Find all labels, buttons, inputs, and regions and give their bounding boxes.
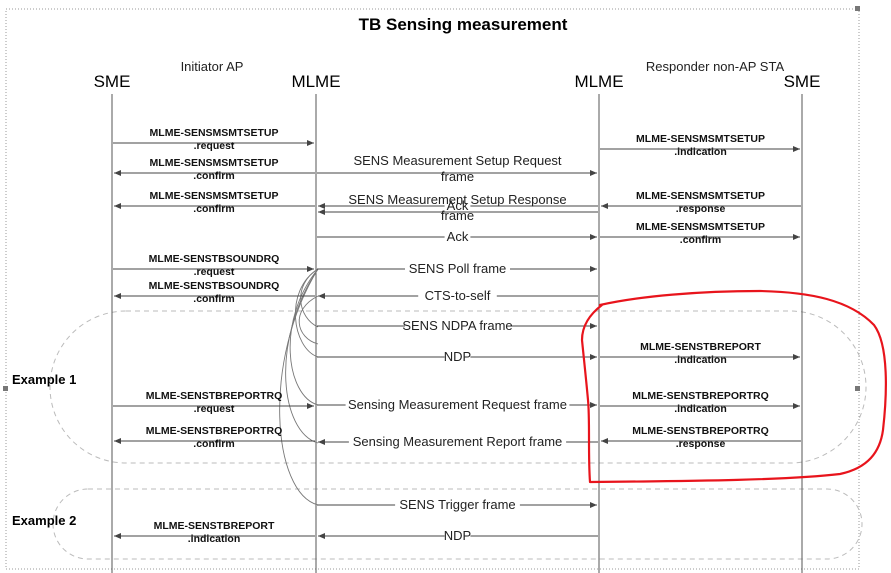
message-label: CTS-to-self: [425, 288, 491, 303]
message-22: Sensing Measurement Report frame: [318, 434, 598, 449]
message-3: MLME-SENSMSMTSETUP.indication: [600, 133, 800, 158]
message-5: Ack: [318, 198, 598, 213]
message-label-suffix: .confirm: [193, 203, 234, 215]
message-9: Ack: [317, 229, 597, 244]
resize-handle-right[interactable]: [855, 386, 860, 391]
entity-initiator-sme: SME: [94, 72, 131, 91]
message-label-bg: [444, 229, 471, 244]
message-25: MLME-SENSTBREPORT.indication: [114, 520, 315, 545]
message-23: MLME-SENSTBREPORTRQ.response: [601, 425, 801, 450]
resize-handle-left[interactable]: [3, 386, 8, 391]
message-label-suffix: .indication: [674, 403, 727, 415]
message-label-bg: [348, 434, 567, 449]
message-26: NDP: [318, 528, 598, 543]
message-label: MLME-SENSTBREPORTRQ: [632, 390, 769, 402]
message-6: MLME-SENSMSMTSETUP.confirm: [114, 190, 315, 215]
message-label: MLME-SENSTBREPORTRQ: [146, 425, 283, 437]
message-label-suffix: .confirm: [193, 293, 234, 305]
message-label: MLME-SENSMSMTSETUP: [150, 190, 279, 202]
message-label-suffix: .indication: [674, 146, 727, 158]
message-label-suffix: .indication: [674, 354, 727, 366]
message-label-bg: [444, 528, 471, 543]
message-label-bg: [418, 288, 497, 303]
message-4: MLME-SENSMSMTSETUP.confirm: [114, 157, 315, 182]
message-19: Sensing Measurement Request frame: [317, 397, 597, 412]
message-label: SENS Trigger frame: [399, 497, 515, 512]
message-label: Sensing Measurement Report frame: [353, 434, 563, 449]
entity-responder-sme: SME: [784, 72, 821, 91]
message-label-suffix: frame: [441, 208, 474, 223]
message-label: MLME-SENSMSMTSETUP: [636, 190, 765, 202]
message-11: MLME-SENSTBSOUNDRQ.request: [113, 253, 314, 278]
message-label-suffix: .confirm: [193, 438, 234, 450]
message-label: MLME-SENSTBREPORT: [640, 341, 761, 353]
message-label: MLME-SENSMSMTSETUP: [636, 133, 765, 145]
message-label-bg: [405, 318, 510, 333]
message-label: Ack: [447, 229, 469, 244]
message-label: SENS Measurement Setup Request: [353, 153, 561, 168]
crosslink-curves: [279, 268, 319, 506]
message-label: SENS Poll frame: [409, 261, 507, 276]
message-label-suffix: .response: [676, 438, 726, 450]
message-label: MLME-SENSMSMTSETUP: [636, 221, 765, 233]
message-label-bg: [345, 397, 570, 412]
message-label: MLME-SENSMSMTSETUP: [150, 127, 279, 139]
message-20: MLME-SENSTBREPORTRQ.indication: [600, 390, 800, 415]
message-label-suffix: .response: [676, 203, 726, 215]
entity-responder-mlme: MLME: [574, 72, 623, 91]
message-label-bg: [405, 261, 510, 276]
message-label: MLME-SENSMSMTSETUP: [150, 157, 279, 169]
message-8: MLME-SENSMSMTSETUP.response: [601, 190, 801, 215]
message-label: MLME-SENSTBREPORTRQ: [146, 390, 283, 402]
example-1-label: Example 1: [12, 372, 76, 387]
message-label-bg: [444, 198, 471, 213]
message-12: SENS Poll frame: [317, 261, 597, 276]
message-label-suffix: .request: [194, 403, 235, 415]
message-21: MLME-SENSTBREPORTRQ.confirm: [114, 425, 315, 450]
example-1-region: [49, 310, 867, 464]
message-label: MLME-SENSTBSOUNDRQ: [149, 253, 280, 265]
resize-handle-top-right[interactable]: [855, 6, 860, 11]
message-17: MLME-SENSTBREPORT.indication: [600, 341, 800, 366]
group-label-responder: Responder non-AP STA: [646, 59, 785, 74]
message-16: NDP: [317, 349, 597, 364]
message-label-bg: [395, 497, 520, 512]
message-label-suffix: .request: [194, 140, 235, 152]
message-label-suffix: .request: [194, 266, 235, 278]
message-label-suffix: .indication: [188, 533, 241, 545]
message-label: MLME-SENSTBREPORTRQ: [632, 425, 769, 437]
message-label: SENS NDPA frame: [402, 318, 512, 333]
message-label: NDP: [444, 528, 471, 543]
message-18: MLME-SENSTBREPORTRQ.request: [113, 390, 314, 415]
message-label: Sensing Measurement Request frame: [348, 397, 567, 412]
diagram-frame: [5, 8, 860, 570]
message-label-suffix: frame: [441, 169, 474, 184]
message-10: MLME-SENSMSMTSETUP.confirm: [600, 221, 800, 246]
message-label: NDP: [444, 349, 471, 364]
example-2-label: Example 2: [12, 513, 76, 528]
group-label-initiator: Initiator AP: [181, 59, 244, 74]
message-1: MLME-SENSMSMTSETUP.request: [113, 127, 314, 152]
message-label-suffix: .confirm: [680, 234, 721, 246]
message-label: Ack: [447, 198, 469, 213]
message-label: MLME-SENSTBREPORT: [154, 520, 275, 532]
message-15: SENS NDPA frame: [317, 318, 597, 333]
message-label: MLME-SENSTBSOUNDRQ: [149, 280, 280, 292]
message-14: CTS-to-self: [318, 288, 598, 303]
diagram-title: TB Sensing measurement: [359, 15, 568, 34]
message-24: SENS Trigger frame: [317, 497, 597, 512]
example-2-region: [52, 488, 863, 560]
message-label-suffix: .confirm: [193, 170, 234, 182]
message-13: MLME-SENSTBSOUNDRQ.confirm: [114, 280, 315, 305]
entity-initiator-mlme: MLME: [291, 72, 340, 91]
message-label-bg: [444, 349, 471, 364]
highlight-annotation: [580, 289, 887, 484]
message-label: SENS Measurement Setup Response: [348, 192, 566, 207]
